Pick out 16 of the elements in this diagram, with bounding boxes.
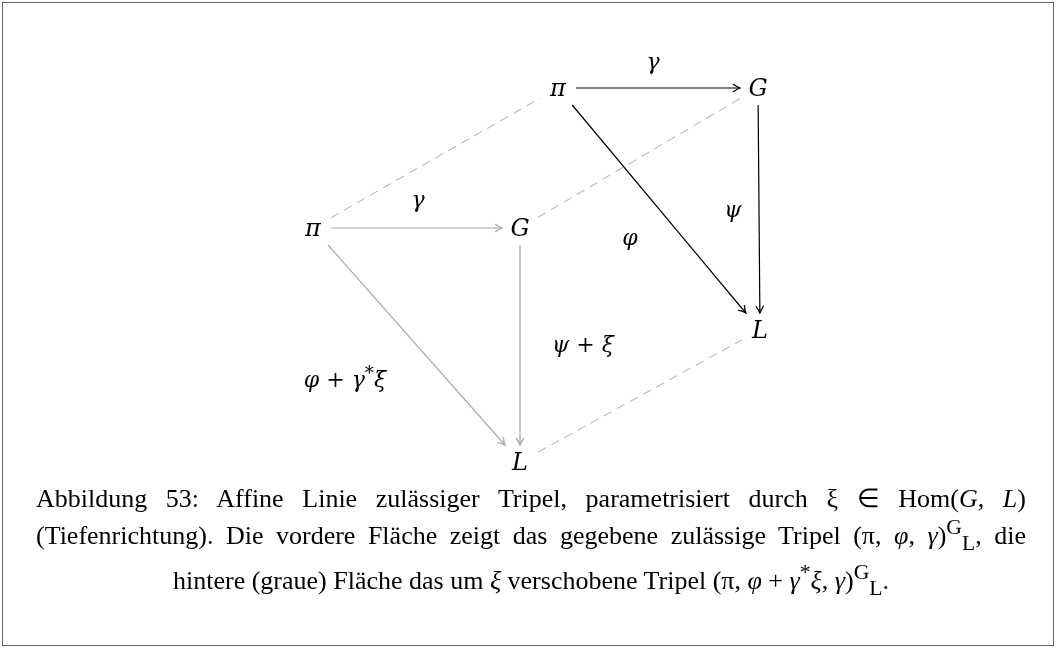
node-label: π [305,216,321,240]
node-label: L [752,318,768,342]
dashed-line [537,98,741,218]
dashed-line [537,339,743,453]
node-label: π [550,76,566,100]
dashed-line [330,97,541,219]
node-label: G [748,76,768,100]
node-label: G [510,216,530,240]
figure-caption: Abbildung 53: Affine Linie zulässiger Tripel, parametrisiert durch ξ ∈ Hom(G, L) (Tiefenrichtung). Die vordere Fläche zeigt das gegebene zulässige Tripel (π, φ, γ)$^{G}$$_{L}$, die hintere (graue) Fläche das um ξ verschobene Tripel (π, φ + γ$^{*}$ξ, γ)$^{G}$$_{L}$. [36,484,1026,602]
node-label: L [512,450,528,474]
edge-label: ψ [724,196,742,224]
edge-label: φ + γ$^{*}$ξ [303,362,387,394]
edge-label: ψ + ξ [552,331,614,359]
edge-label: φ [622,224,638,252]
edge-label: γ [646,48,660,76]
edge-label: γ [411,186,425,214]
